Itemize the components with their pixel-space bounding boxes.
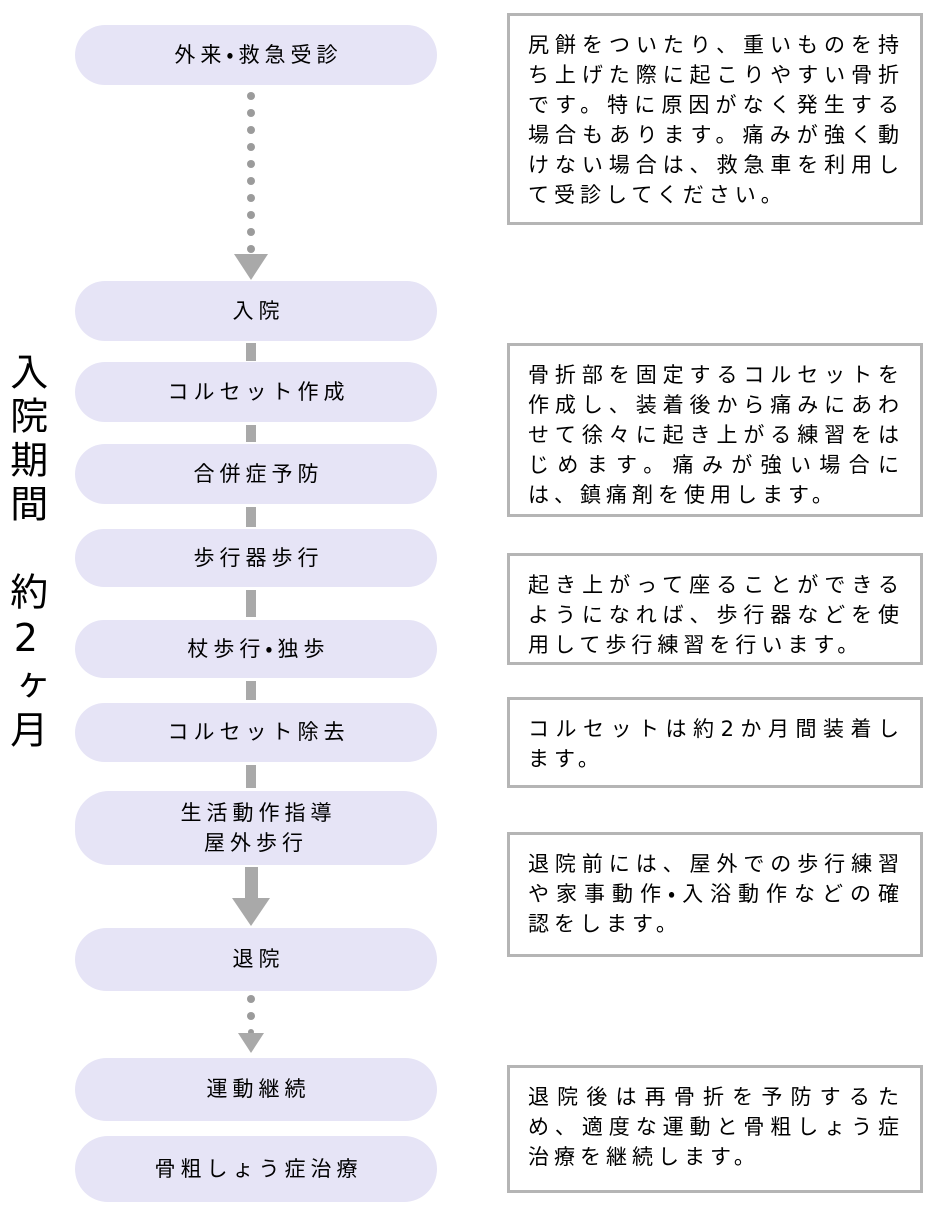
- note-pre-discharge-check: 退院前には、屋外での歩行練習や家事動作・入浴動作などの確認をします。: [507, 832, 923, 957]
- flow-node-corset-removal: コルセット除去: [75, 703, 437, 762]
- dotted-connector: [247, 92, 255, 262]
- flow-node-osteoporosis-treatment: 骨粗しょう症治療: [75, 1136, 437, 1202]
- connector-segment: [246, 681, 256, 700]
- connector-segment: [246, 765, 256, 788]
- flow-node-admission: 入院: [75, 281, 437, 341]
- flow-node-complication-prevention: 合併症予防: [75, 444, 437, 504]
- arrow-down-icon: [234, 254, 268, 280]
- flow-node-corset-making: コルセット作成: [75, 362, 437, 422]
- note-corset-duration: コルセットは約2か月間装着します。: [507, 697, 923, 788]
- flow-node-exercise-continuation: 運動継続: [75, 1058, 437, 1121]
- dotted-connector: [247, 995, 255, 1044]
- flow-node-walker-walking: 歩行器歩行: [75, 529, 437, 587]
- note-walking-practice: 起き上がって座ることができるようになれば、歩行器などを使用して歩行練習を行います…: [507, 553, 923, 665]
- hospitalization-period-caption: 入院期間 約2ヶ月: [3, 352, 48, 754]
- note-post-discharge-care: 退院後は再骨折を予防するため、適度な運動と骨粗しょう症治療を継続します。: [507, 1065, 923, 1193]
- connector-shaft: [245, 867, 258, 903]
- connector-segment: [246, 507, 256, 527]
- arrow-down-icon: [232, 898, 270, 926]
- arrow-down-icon: [238, 1033, 264, 1053]
- connector-segment: [246, 590, 256, 617]
- note-corset-training: 骨折部を固定するコルセットを作成し、装着後から痛みにあわせて徐々に起き上がる練習…: [507, 343, 923, 517]
- connector-segment: [246, 343, 256, 361]
- flow-node-daily-activity-guidance: 生活動作指導 屋外歩行: [75, 791, 437, 865]
- flow-node-discharge: 退院: [75, 928, 437, 991]
- flow-node-outpatient-emergency: 外来・救急受診: [75, 25, 437, 85]
- connector-segment: [246, 425, 256, 442]
- flow-node-cane-walking: 杖歩行・独歩: [75, 620, 437, 678]
- note-fracture-cause: 尻餅をついたり、重いものを持ち上げた際に起こりやすい骨折です。特に原因がなく発生…: [507, 13, 923, 225]
